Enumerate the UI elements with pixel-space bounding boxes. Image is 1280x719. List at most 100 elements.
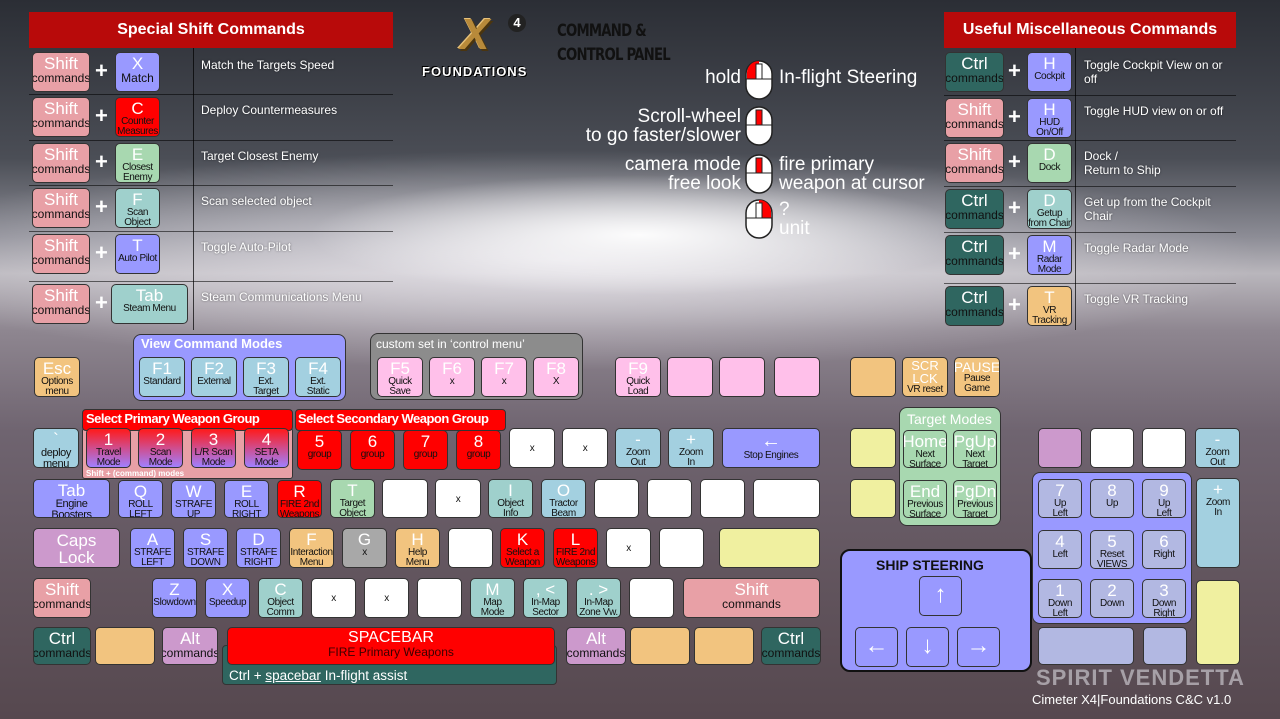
key-insert[interactable] <box>850 428 896 468</box>
key-b[interactable]: x <box>364 578 409 618</box>
key-right[interactable]: → <box>957 627 1000 667</box>
key-backtick[interactable]: `deploy menu <box>33 428 79 468</box>
key-backslash[interactable] <box>753 479 820 518</box>
key-j[interactable] <box>448 528 493 568</box>
key-numplus[interactable]: +Zoom In <box>1196 478 1240 568</box>
key-n[interactable] <box>417 578 462 618</box>
key-quote[interactable] <box>659 528 704 568</box>
key-menu[interactable] <box>694 627 754 665</box>
key-lbracket[interactable] <box>647 479 692 518</box>
key-prtsc[interactable] <box>850 357 896 397</box>
key-delete[interactable] <box>850 479 896 518</box>
key-numenter[interactable] <box>1196 580 1240 665</box>
key-f12[interactable] <box>774 357 820 397</box>
key-v[interactable]: x <box>311 578 356 618</box>
key-numdiv[interactable] <box>1090 428 1134 468</box>
key-y[interactable] <box>382 479 428 518</box>
key-period[interactable]: . >In-Map Zone Vw. <box>576 578 621 618</box>
key-caps[interactable]: Caps Lock <box>33 528 120 568</box>
key-down[interactable]: ↓ <box>906 627 949 667</box>
key-comma[interactable]: , <In-Map Sector Vw. <box>523 578 568 618</box>
key-lwin[interactable] <box>95 627 155 665</box>
key-rwin[interactable] <box>630 627 690 665</box>
key-rbracket[interactable] <box>700 479 745 518</box>
key-semicolon[interactable]: x <box>606 528 651 568</box>
key-f10[interactable] <box>667 357 713 397</box>
key-p[interactable] <box>594 479 639 518</box>
key-u[interactable]: x <box>435 479 481 518</box>
key-equal[interactable]: +Zoom In <box>668 428 714 468</box>
key-left[interactable]: ← <box>855 627 898 667</box>
key-nummul[interactable] <box>1142 428 1186 468</box>
key-0[interactable]: x <box>562 428 608 468</box>
key-num0[interactable] <box>1038 627 1134 665</box>
